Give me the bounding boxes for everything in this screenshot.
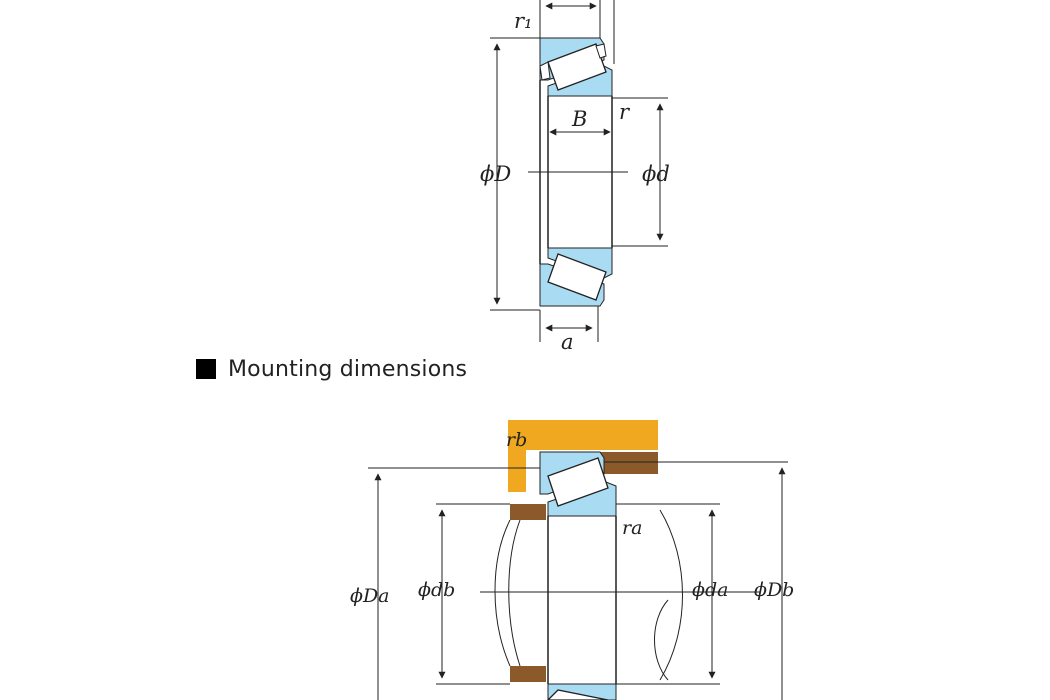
- shaft-shoulder-lower: [510, 666, 546, 682]
- mount-roller-lower: [547, 689, 609, 700]
- shaft-shoulder-upper: [510, 504, 546, 520]
- label-D: ϕD: [480, 162, 511, 186]
- label-rb: rb: [506, 429, 527, 451]
- roller-lower: [547, 253, 607, 301]
- mounting-dimensions-title: Mounting dimensions: [228, 356, 468, 382]
- label-db: ϕdb: [418, 579, 455, 601]
- label-Da: ϕDa: [350, 585, 390, 607]
- label-B: B: [571, 107, 587, 131]
- label-a: a: [561, 330, 574, 354]
- mounting-dimensions-heading: Mounting dimensions: [196, 354, 467, 384]
- top-bearing-section: ϕD ϕd B r r₁ a: [480, 0, 670, 354]
- mount-roller-upper: [547, 457, 609, 507]
- label-r: r: [619, 100, 631, 124]
- housing-top: [508, 420, 658, 450]
- black-square-bullet: [196, 359, 216, 379]
- label-da: ϕda: [692, 579, 728, 601]
- label-r1: r₁: [514, 9, 532, 33]
- label-ra: ra: [622, 517, 642, 539]
- lower-ring-section: [539, 247, 613, 307]
- label-d: ϕd: [642, 162, 670, 186]
- housing-shoulder: [600, 452, 658, 474]
- roller-upper: [547, 43, 607, 91]
- housing-left: [508, 450, 526, 492]
- mounting-section: ϕDa ϕdb ϕda ϕDb rb ra: [350, 420, 794, 700]
- label-Db: ϕDb: [754, 579, 794, 601]
- cage-upper: [539, 43, 607, 81]
- upper-ring-section: [539, 37, 613, 97]
